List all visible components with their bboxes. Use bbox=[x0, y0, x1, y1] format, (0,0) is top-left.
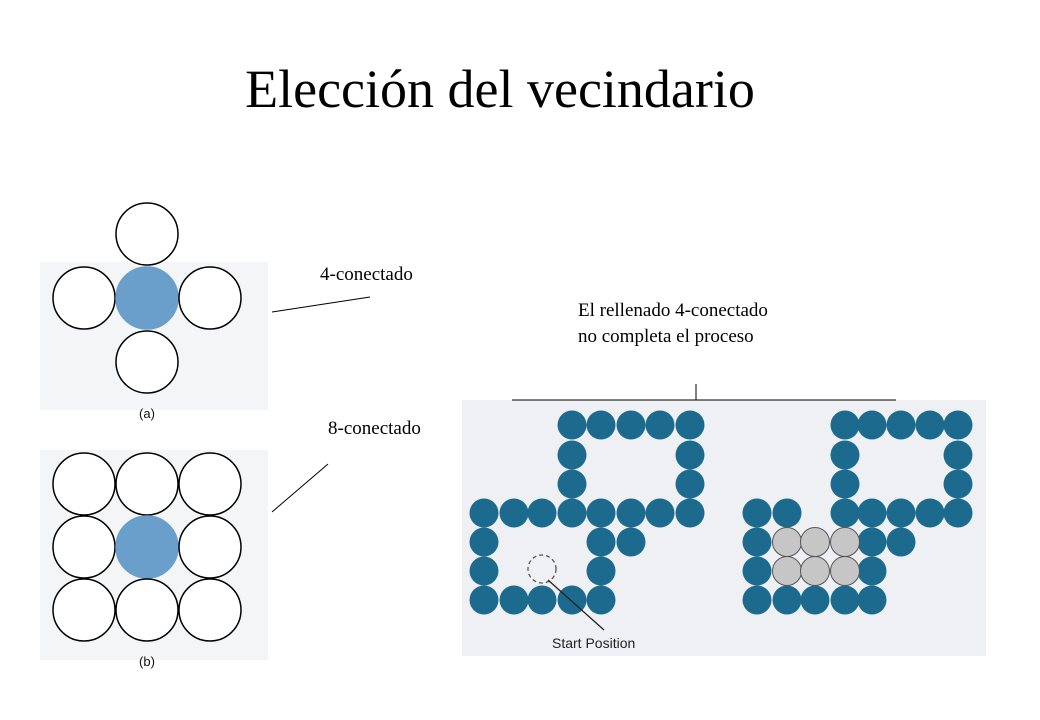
boundary-pixel bbox=[499, 498, 529, 528]
boundary-pixel bbox=[586, 527, 616, 557]
neighbor-sw bbox=[52, 578, 116, 642]
filled-pixel bbox=[772, 527, 802, 557]
boundary-pixel bbox=[645, 498, 675, 528]
filled-pixel bbox=[800, 556, 830, 586]
note-line-2: no completa el proceso bbox=[578, 325, 754, 347]
note-line-1: El rellenado 4-conectado bbox=[578, 300, 768, 321]
neighbor-w bbox=[52, 266, 116, 330]
filled-pixel bbox=[830, 556, 860, 586]
start-position-pointer bbox=[547, 579, 605, 631]
boundary-pixel bbox=[616, 498, 646, 528]
boundary-pixel bbox=[586, 498, 616, 528]
boundary-pixel bbox=[499, 585, 529, 615]
label-4-connected: 4-conectado bbox=[320, 264, 413, 285]
neighbor-nw bbox=[52, 452, 116, 516]
boundary-pixel bbox=[943, 469, 973, 499]
boundary-pixel bbox=[857, 527, 887, 557]
boundary-pixel bbox=[586, 410, 616, 440]
boundary-pixel bbox=[943, 498, 973, 528]
boundary-pixel bbox=[830, 440, 860, 470]
boundary-pixel bbox=[586, 585, 616, 615]
boundary-pixel bbox=[675, 498, 705, 528]
boundary-pixel bbox=[675, 469, 705, 499]
boundary-pixel bbox=[915, 410, 945, 440]
boundary-pixel bbox=[857, 585, 887, 615]
neighborhood-8: (b) bbox=[52, 452, 242, 669]
boundary-pixel bbox=[616, 527, 646, 557]
label-8-connected: 8-conectado bbox=[328, 418, 421, 439]
boundary-pixel bbox=[557, 498, 587, 528]
neighbor-s bbox=[115, 578, 179, 642]
boundary-pixel bbox=[943, 410, 973, 440]
boundary-pixel bbox=[616, 410, 646, 440]
neighbor-n bbox=[115, 452, 179, 516]
boundary-pixel bbox=[557, 410, 587, 440]
boundary-pixel bbox=[742, 556, 772, 586]
boundary-pixel bbox=[645, 410, 675, 440]
boundary-pixel bbox=[886, 527, 916, 557]
boundary-pixel bbox=[469, 585, 499, 615]
scan-panel-fill bbox=[462, 400, 986, 656]
center-pixel bbox=[115, 266, 179, 330]
neighbor-e bbox=[178, 515, 242, 579]
caption-a: (a) bbox=[139, 406, 155, 421]
pointer-line-4 bbox=[271, 296, 371, 313]
filled-pixels bbox=[772, 527, 860, 586]
boundary-pixel bbox=[675, 410, 705, 440]
neighbor-se bbox=[178, 578, 242, 642]
neighbor-w bbox=[52, 515, 116, 579]
boundary-pixel bbox=[915, 498, 945, 528]
boundary-pixel bbox=[886, 410, 916, 440]
boundary-pixel bbox=[857, 410, 887, 440]
caption-b: (b) bbox=[139, 654, 155, 669]
boundary-pixel bbox=[857, 556, 887, 586]
boundary-pixel bbox=[469, 498, 499, 528]
neighbor-e bbox=[178, 266, 242, 330]
boundary-pixel bbox=[830, 585, 860, 615]
boundary-pixels bbox=[469, 410, 973, 615]
boundary-pixel bbox=[943, 440, 973, 470]
start-position-marker bbox=[527, 554, 557, 584]
filled-pixel bbox=[772, 556, 802, 586]
center-pixel bbox=[115, 515, 179, 579]
neighbor-ne bbox=[178, 452, 242, 516]
boundary-pixel bbox=[772, 585, 802, 615]
slide-title: Elección del vecindario bbox=[245, 59, 755, 119]
boundary-pixel bbox=[886, 498, 916, 528]
neighbor-s bbox=[115, 330, 179, 394]
boundary-pixel bbox=[557, 440, 587, 470]
boundary-pixel bbox=[469, 556, 499, 586]
boundary-pixel bbox=[800, 585, 830, 615]
boundary-pixel bbox=[557, 469, 587, 499]
boundary-pixel bbox=[772, 498, 802, 528]
boundary-pixel bbox=[742, 585, 772, 615]
boundary-pixel bbox=[742, 498, 772, 528]
boundary-pixel bbox=[527, 585, 557, 615]
note-text: El rellenado 4-conectado no completa el … bbox=[578, 298, 768, 349]
boundary-pixel bbox=[857, 498, 887, 528]
neighborhood-4: (a) bbox=[52, 202, 242, 421]
boundary-pixel bbox=[469, 527, 499, 557]
boundary-pixel bbox=[675, 440, 705, 470]
boundary-pixel bbox=[830, 498, 860, 528]
boundary-pixel bbox=[830, 469, 860, 499]
boundary-pixel bbox=[527, 498, 557, 528]
boundary-pixel bbox=[586, 556, 616, 586]
pointer-line-8 bbox=[271, 463, 329, 513]
filled-pixel bbox=[830, 527, 860, 557]
boundary-pixel bbox=[742, 527, 772, 557]
filled-pixel bbox=[800, 527, 830, 557]
neighbor-n bbox=[115, 202, 179, 266]
start-position-label: Start Position bbox=[552, 635, 635, 651]
boundary-pixel bbox=[830, 410, 860, 440]
